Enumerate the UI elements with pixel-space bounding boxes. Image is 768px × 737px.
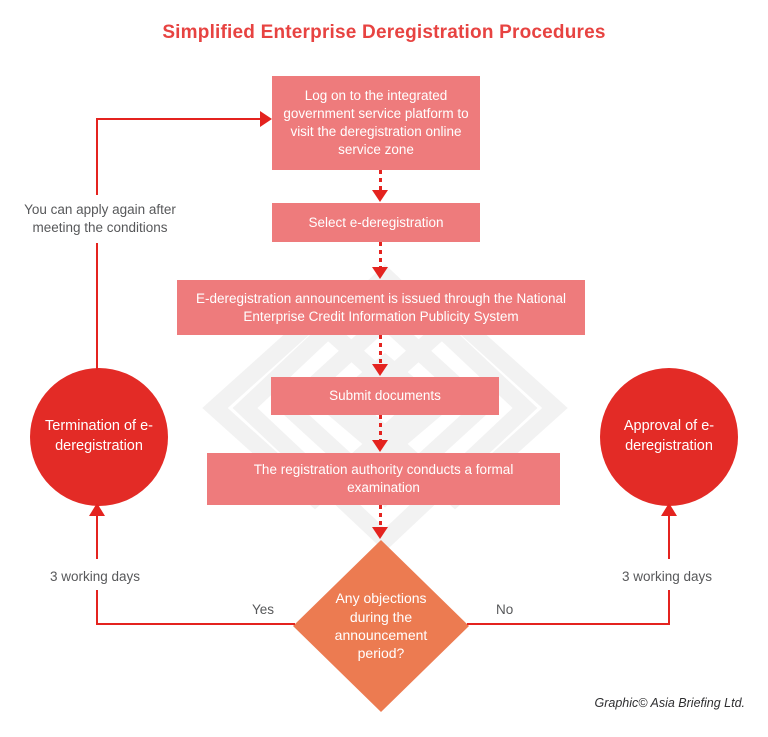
- outcome-label: Approval of e-deregistration: [623, 418, 715, 454]
- no-branch-vertical-upper: [668, 516, 670, 559]
- step-box-formal-examination: The registration authority conducts a fo…: [207, 453, 560, 505]
- connector-step5-decision: [379, 505, 382, 528]
- connector-step4-step5: [379, 415, 382, 441]
- page-title: Simplified Enterprise Deregistration Pro…: [162, 22, 606, 43]
- no-label: No: [496, 602, 514, 617]
- yes-branch-vertical-upper: [96, 516, 98, 559]
- decision-label: Any objections during the announcement p…: [334, 590, 428, 662]
- outcome-circle-termination: Termination of e-deregistration: [30, 368, 168, 506]
- step-label: Select e-deregistration: [308, 214, 444, 230]
- arrow-down-icon: [372, 440, 388, 452]
- yes-label: Yes: [252, 602, 275, 617]
- graphic-credit: Graphic© Asia Briefing Ltd.: [594, 696, 745, 710]
- loop-line-note-to-top: [96, 118, 98, 195]
- step-label: E-deregistration announcement is issued …: [196, 290, 566, 324]
- step-label: Submit documents: [329, 388, 441, 404]
- step-box-log-on: Log on to the integrated government serv…: [272, 76, 480, 170]
- arrow-down-icon: [372, 364, 388, 376]
- right-duration-label: 3 working days: [622, 569, 713, 584]
- loop-line-circle-to-note: [96, 243, 98, 370]
- connector-step2-step3: [379, 242, 382, 268]
- loop-line-top-horizontal: [96, 118, 261, 120]
- arrow-down-icon: [372, 190, 388, 202]
- connector-step3-step4: [379, 335, 382, 365]
- step-box-select-e-deregistration: Select e-deregistration: [272, 203, 480, 242]
- outcome-label: Termination of e-deregistration: [45, 418, 153, 454]
- no-branch-vertical-lower: [668, 590, 670, 625]
- connector-step1-step2: [379, 170, 382, 191]
- arrow-up-icon: [661, 503, 677, 516]
- no-branch-horizontal-line: [467, 623, 670, 625]
- step-box-announcement: E-deregistration announcement is issued …: [177, 280, 585, 335]
- retry-note: You can apply again after meeting the co…: [24, 202, 176, 235]
- step-label: The registration authority conducts a fo…: [253, 462, 514, 495]
- arrow-up-icon: [89, 503, 105, 516]
- arrow-right-icon: [260, 111, 272, 127]
- arrow-down-icon: [372, 527, 388, 539]
- yes-branch-horizontal-line: [96, 623, 295, 625]
- step-box-submit-documents: Submit documents: [271, 377, 499, 415]
- decision-diamond-shape: [293, 540, 469, 712]
- decision-label-wrap: Any objections during the announcement p…: [293, 540, 469, 712]
- step-label: Log on to the integrated government serv…: [283, 88, 469, 157]
- outcome-circle-approval: Approval of e-deregistration: [600, 368, 738, 506]
- yes-branch-vertical-lower: [96, 590, 98, 625]
- arrow-down-icon: [372, 267, 388, 279]
- left-duration-label: 3 working days: [50, 569, 141, 584]
